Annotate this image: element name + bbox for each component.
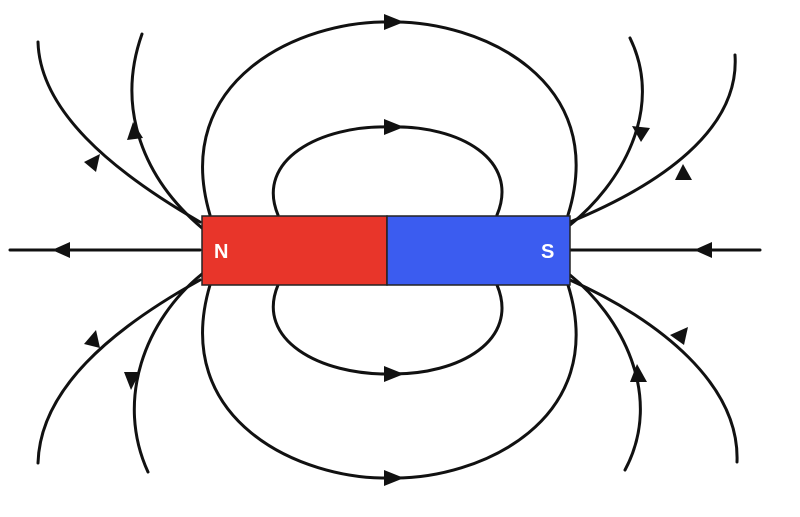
arrow-left-top-inner (127, 122, 143, 140)
field-line-inner-bottom (271, 283, 504, 376)
south-pole-half (386, 215, 571, 286)
arrow-left-bottom-outer (84, 330, 100, 348)
right-fan-field-lines (568, 36, 739, 472)
arrow-inner-bottom (384, 366, 404, 382)
arrow-right-top-outer (675, 164, 692, 180)
north-pole-half (201, 215, 388, 286)
south-pole-label: S (541, 241, 554, 263)
bar-magnet: N S (201, 215, 571, 286)
field-line-right-top-outer (568, 53, 737, 224)
field-line-left-bottom-outer (36, 278, 202, 465)
field-line-right-bottom-outer (568, 278, 739, 464)
left-fan-field-lines (36, 32, 204, 474)
north-pole-label: N (214, 241, 228, 263)
arrow-outer-bottom (384, 470, 404, 486)
field-line-right-top-inner (568, 36, 644, 227)
arrow-left-bottom-inner (124, 372, 140, 390)
field-line-right-bottom-inner (568, 273, 642, 472)
arrow-inner-top (384, 119, 404, 135)
field-line-left-top-outer (36, 40, 202, 224)
arrow-outer-top (384, 14, 404, 30)
field-line-left-top-inner (130, 32, 204, 230)
field-line-left-bottom-inner (132, 272, 204, 474)
field-line-outer-top (201, 20, 578, 217)
arrow-right-bottom-outer (670, 327, 688, 345)
arrow-axis-right (694, 242, 712, 258)
arrow-right-bottom-inner (630, 364, 647, 382)
arrow-left-top-outer (84, 154, 100, 172)
arrow-axis-left (52, 242, 70, 258)
field-arrows (52, 14, 712, 486)
field-line-inner-top (271, 125, 504, 217)
field-line-outer-bottom (201, 283, 578, 480)
arrow-right-top-inner (632, 126, 650, 142)
